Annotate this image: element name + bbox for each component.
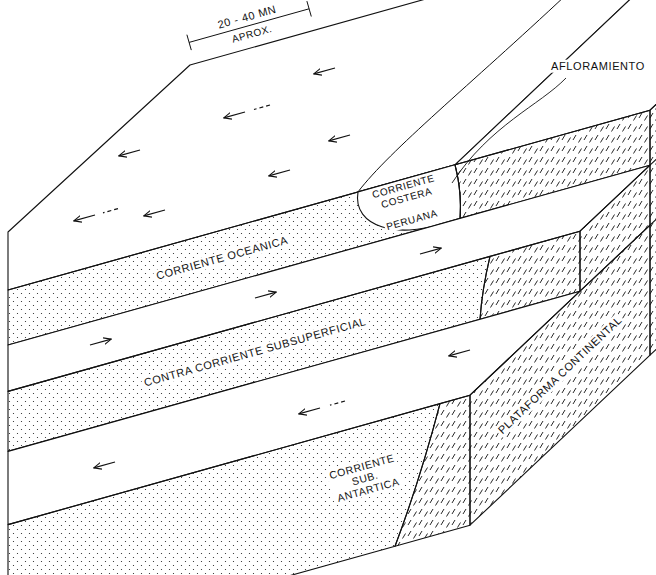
flow-arrow (224, 112, 245, 118)
current-label: CORRIENTE COSTERA (369, 172, 441, 213)
current-label: CONTRA CORRIENTE SUBSUPERFICIAL (141, 314, 370, 389)
continental-shelf (395, 395, 470, 546)
flow-arrow-tail (103, 209, 118, 213)
slab-edge (650, 154, 656, 225)
flow-arrow (94, 462, 115, 468)
subantarctic-face (8, 404, 440, 575)
current-label: CORRIENTE SUB. ANTARTICA (326, 451, 404, 505)
flow-arrow-tail (254, 105, 270, 110)
flow-arrow (299, 408, 320, 414)
process-label: AFLORAMIENTO (549, 60, 647, 73)
flow-arrow (449, 350, 470, 356)
coastal-current-boundary (358, 0, 566, 192)
flow-arrow (144, 210, 165, 216)
leader-line (452, 78, 566, 183)
feature-label: PLATAFORMA CONTINENTAL (494, 312, 626, 438)
flow-arrow (255, 292, 276, 298)
current-label: PERUANA (383, 207, 441, 233)
flow-arrow (329, 135, 350, 141)
flow-arrow (119, 150, 140, 156)
current-label: CORRIENTE OCEANICA (153, 233, 291, 283)
width-bracket (187, 1, 311, 50)
flow-arrow (74, 215, 95, 221)
flow-arrow (269, 170, 290, 176)
continental-shelf-side (470, 225, 650, 525)
flow-arrow (420, 248, 441, 254)
flow-arrow-tail (330, 401, 345, 405)
flow-arrow (90, 339, 111, 345)
flow-arrow (314, 68, 335, 74)
continent-side (650, 99, 656, 355)
